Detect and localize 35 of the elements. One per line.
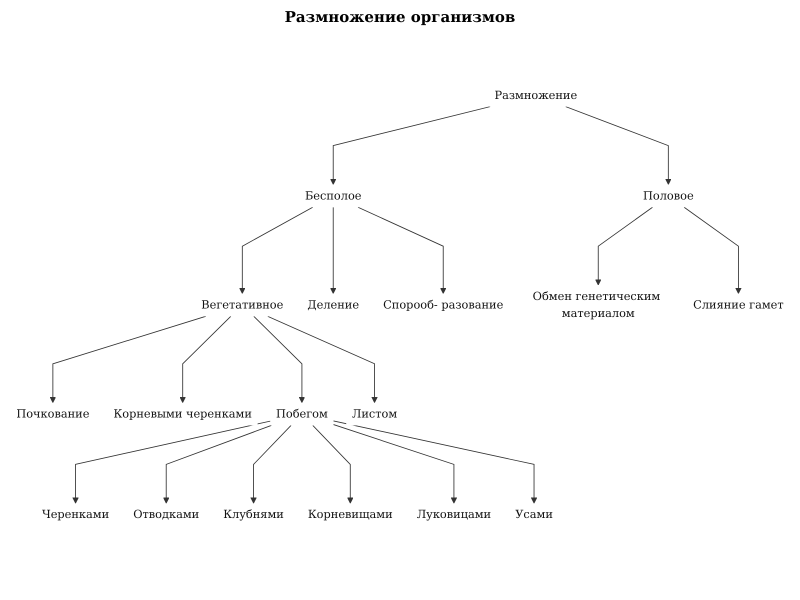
node-text: Черенками <box>42 508 110 522</box>
arrow <box>250 425 292 504</box>
node-text: Деление <box>307 298 360 312</box>
arrow <box>684 206 742 294</box>
arrow <box>163 425 272 504</box>
arrow <box>333 420 538 504</box>
arrow <box>239 206 314 294</box>
node-text: Размножение <box>494 88 578 102</box>
arrow <box>312 425 354 504</box>
arrow <box>50 316 206 404</box>
arrow <box>595 206 653 286</box>
arrow <box>358 206 446 294</box>
node-text: Спорооб- разование <box>383 298 504 312</box>
node-text: Бесполое <box>304 188 362 202</box>
arrow <box>333 424 458 504</box>
node-text: Вегетативное <box>201 298 284 312</box>
node-text: Обмен генетическим материалом <box>532 289 660 320</box>
arrow <box>180 316 232 404</box>
node-text: Половое <box>643 188 694 202</box>
arrow <box>330 106 491 185</box>
arrow <box>72 420 271 504</box>
node-text: Побегом <box>276 407 328 420</box>
node-text: Почкование <box>16 407 90 420</box>
node-text: Клубнями <box>223 508 284 522</box>
arrow <box>253 316 306 404</box>
node-text: Корневыми черенками <box>113 407 252 420</box>
node-text: Луковицами <box>416 508 492 522</box>
node-text: Усами <box>515 508 553 522</box>
arrow <box>565 106 672 185</box>
arrow <box>330 206 336 294</box>
diagram-title: Размножение организмов <box>284 8 516 26</box>
arrow <box>267 316 378 404</box>
node-text: Слияние гамет <box>693 298 784 312</box>
node-text: Корневищами <box>308 508 393 522</box>
node-text: Отводками <box>133 508 200 522</box>
